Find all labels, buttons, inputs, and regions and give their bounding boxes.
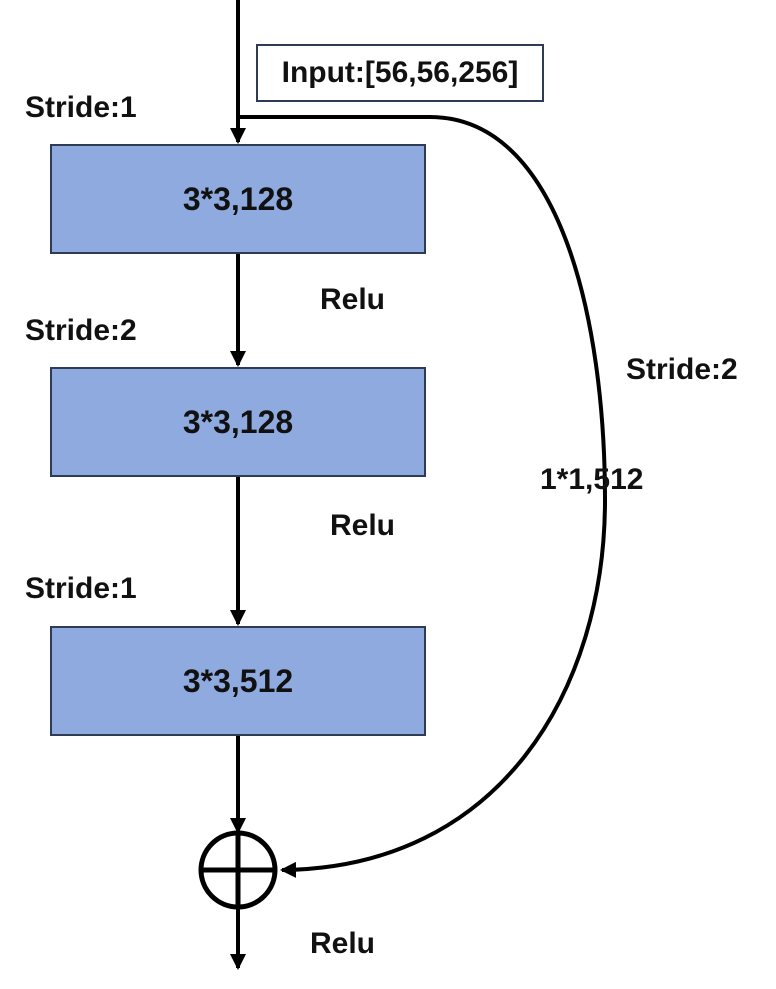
stride-label-3: Stride:1: [25, 572, 137, 605]
conv-block-2: 3*3,128: [50, 367, 426, 477]
conv-block-1-label: 3*3,128: [182, 180, 294, 217]
shortcut-connection: [238, 115, 608, 878]
relu-label-2: Relu: [330, 509, 396, 542]
conv-block-3: 3*3,512: [50, 626, 426, 736]
conv-block-1: 3*3,128: [50, 144, 426, 254]
shortcut-stride-label: Stride:2: [626, 353, 738, 386]
stride-label-2: Stride:2: [25, 314, 137, 347]
relu-label-output: Relu: [310, 927, 376, 960]
shortcut-conv-label: 1*1,512: [540, 463, 644, 496]
add-circle-icon: [198, 830, 278, 910]
stride-label-1: Stride:1: [25, 91, 137, 124]
input-shape-label: Input:[56,56,256]: [281, 56, 519, 89]
conv-block-3-label: 3*3,512: [182, 662, 294, 699]
conv-block-2-label: 3*3,128: [182, 403, 294, 440]
input-shape-box: Input:[56,56,256]: [256, 44, 544, 102]
relu-label-1: Relu: [320, 283, 386, 316]
